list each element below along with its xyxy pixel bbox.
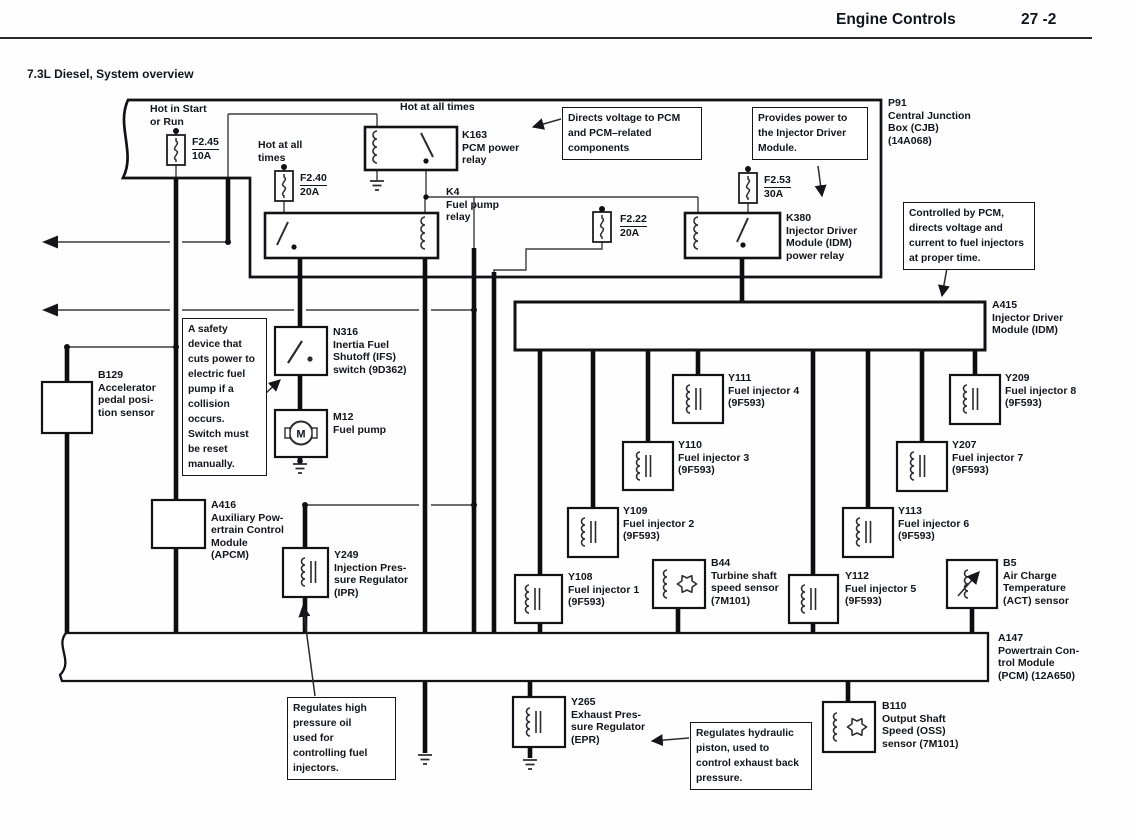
fuse-rating: 20A	[300, 186, 320, 198]
component-symbols: M	[284, 340, 980, 742]
component-label-k380: K380 Injector Driver Module (IDM) power …	[786, 212, 858, 262]
k4-coil-icon	[420, 216, 426, 250]
fuse-rating: 30A	[764, 188, 784, 200]
thermistor-arrow-icon	[957, 571, 980, 597]
component-label-a147: A147 Powertrain Con- trol Module (PCM) (…	[998, 632, 1080, 682]
component-label-p91: P91 Central Junction Box (CJB) (14A068)	[888, 97, 971, 147]
fuse-rating: 10A	[192, 150, 212, 162]
component-label-y110: Y110 Fuel injector 3 (9F593)	[678, 439, 750, 477]
callout-epr-note: Regulates hydraulic piston, used to cont…	[690, 722, 812, 790]
cjb-box	[120, 98, 883, 279]
offpage-arrow-icon	[42, 235, 58, 249]
fuse-elements	[173, 138, 751, 239]
callout-arrow-idm-function	[937, 267, 950, 298]
k380-coil-icon	[693, 216, 699, 250]
callout-ifs-note: A safety device that cuts power to elect…	[182, 318, 267, 476]
callout-idm-power: Provides power to the Injector Driver Mo…	[752, 107, 868, 160]
a416-box	[150, 498, 207, 550]
y265-box	[511, 695, 567, 749]
feed-label-hot-at-all-times-2: Hot at all times	[258, 139, 303, 164]
b5-box	[945, 558, 999, 610]
callout-idm-function: Controlled by PCM, directs voltage and c…	[903, 202, 1035, 270]
fuse-rating: 20A	[620, 227, 640, 239]
diagram-title: 7.3L Diesel, System overview	[27, 67, 194, 81]
callout-arrow-pcm-power	[531, 118, 562, 130]
relay-switch-blades	[276, 132, 749, 246]
b129-box	[40, 380, 94, 435]
component-label-a415: A415 Injector Driver Module (IDM)	[992, 299, 1064, 337]
component-label-b44: B44 Turbine shaft speed sensor (7M101)	[711, 557, 779, 607]
y207-box	[895, 440, 949, 493]
n316-box	[273, 325, 329, 377]
page-section-title: Engine Controls	[836, 11, 956, 28]
y209-box	[948, 373, 1002, 426]
pcm-box	[58, 631, 990, 683]
component-label-y249: Y249 Injection Pres- sure Regulator (IPR…	[334, 549, 409, 599]
y109-box	[566, 506, 620, 559]
fuse-label-f240: F2.40 20A	[300, 172, 327, 199]
ground-icons	[293, 180, 537, 770]
component-label-m12: M12 Fuel pump	[333, 411, 387, 436]
callout-ipr-note: Regulates high pressure oil used for con…	[287, 697, 396, 780]
callout-arrow-ifs	[265, 379, 281, 394]
component-label-y108: Y108 Fuel injector 1 (9F593)	[568, 571, 640, 609]
y112-box	[787, 573, 840, 625]
fuse-name: F2.45	[192, 136, 219, 150]
y108-box	[513, 573, 564, 625]
fuse-label-f245: F2.45 10A	[192, 136, 219, 163]
component-label-y207: Y207 Fuel injector 7 (9F593)	[952, 439, 1024, 477]
junction-dots	[64, 128, 751, 508]
fuse-name: F2.22	[620, 213, 647, 227]
feed-label-hot-at-all-times: Hot at all times	[400, 101, 475, 113]
component-label-n316: N316 Inertia Fuel Shutoff (IFS) switch (…	[333, 326, 407, 376]
callout-pcm-power: Directs voltage to PCM and PCM–related c…	[562, 107, 702, 160]
y249-box	[281, 546, 330, 599]
component-boxes	[40, 325, 1002, 754]
page-number: 27 -2	[1021, 11, 1057, 28]
fuse-label-f253: F2.53 30A	[764, 174, 791, 201]
motor-icon: M	[284, 420, 318, 446]
component-label-y113: Y113 Fuel injector 6 (9F593)	[898, 505, 970, 543]
component-label-b110: B110 Output Shaft Speed (OSS) sensor (7M…	[882, 700, 959, 750]
module-boxes	[58, 98, 990, 683]
component-label-k4: K4 Fuel pump relay	[446, 186, 500, 224]
feed-label-hot-in-start: Hot in Start or Run	[150, 103, 207, 128]
component-label-y112: Y112 Fuel injector 5 (9F593)	[845, 570, 917, 608]
k4-relay-box	[263, 211, 440, 260]
callout-arrow-epr	[650, 734, 690, 747]
fuse-name: F2.40	[300, 172, 327, 186]
callout-arrow-ipr	[298, 604, 316, 697]
y110-box	[621, 440, 675, 492]
callout-arrow-idm-power	[814, 165, 827, 198]
idm-box	[513, 300, 987, 352]
component-label-y109: Y109 Fuel injector 2 (9F593)	[623, 505, 695, 543]
component-label-a416: A416 Auxiliary Pow- ertrain Control Modu…	[211, 499, 284, 562]
ifs-switch-icon	[287, 340, 303, 364]
y113-box	[841, 506, 895, 559]
y111-box	[671, 373, 725, 425]
svg-text:M: M	[296, 429, 305, 441]
component-label-b5: B5 Air Charge Temperature (ACT) sensor	[1003, 557, 1069, 607]
component-label-y209: Y209 Fuel injector 8 (9F593)	[1005, 372, 1077, 410]
fuse-name: F2.53	[764, 174, 791, 188]
relay-internals	[276, 130, 749, 250]
offpage-arrow-icon	[42, 303, 58, 317]
k380-relay-box	[683, 211, 782, 260]
component-label-k163: K163 PCM power relay	[462, 129, 520, 167]
k163-relay-box	[363, 125, 459, 172]
arrows	[42, 118, 950, 747]
fuse-label-f222: F2.22 20A	[620, 213, 647, 240]
component-label-b129: B129 Accelerator pedal posi- tion sensor	[98, 369, 156, 419]
header-rule	[0, 37, 1092, 40]
component-label-y265: Y265 Exhaust Pres- sure Regulator (EPR)	[571, 696, 646, 746]
k163-coil-icon	[372, 130, 378, 164]
component-label-y111: Y111 Fuel injector 4 (9F593)	[728, 372, 800, 410]
